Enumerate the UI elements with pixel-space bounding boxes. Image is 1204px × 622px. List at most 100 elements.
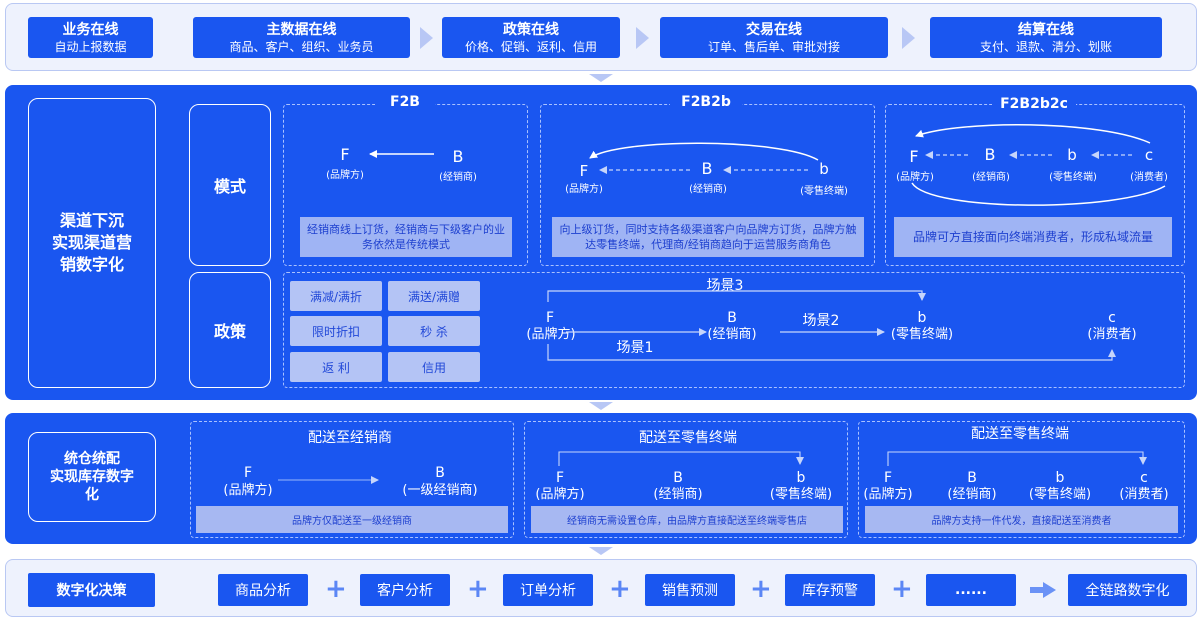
f2b2b2c-title: F2B2b2c [992,96,1076,112]
down-arrow-icon [589,547,613,555]
f2b-node-B-sub: (经销商) [439,172,477,183]
f2b2b2c-node-F-sub: (品牌方) [896,172,934,183]
scene-node-F: F [545,310,555,326]
stage-sub: 商品、客户、组织、业务员 [229,39,374,54]
f2b2b2c-node-B: B [984,145,996,164]
inventory-alert-button[interactable]: 库存预警 [785,574,875,606]
scene-1-label: 场景1 [616,340,654,356]
f2b2b2c-node-c-sub: (消费者) [1130,172,1168,183]
d3-node-F: F [883,470,893,486]
stage-sub: 自动上报数据 [54,39,127,54]
plus-icon: + [891,574,913,604]
stage-title: 结算在线 [1018,21,1074,38]
stage-trade-online[interactable]: 交易在线 订单、售后单、审批对接 [660,17,888,58]
policy-rebate[interactable]: 返 利 [290,352,382,382]
stage-sub: 订单、售后单、审批对接 [707,39,840,54]
d3-node-B-sub: (经销商) [947,487,997,502]
mode-label: 模式 [189,104,271,266]
delivery-to-dealer-title: 配送至经销商 [308,430,392,446]
f2b-title: F2B [375,94,435,110]
plus-icon: + [609,574,631,604]
d1-node-B: B [435,465,445,481]
scene-node-b: b [917,310,927,326]
customer-analysis-button[interactable]: 客户分析 [360,574,450,606]
f2b2b2c-node-b-sub: (零售终端) [1049,172,1097,183]
scene-node-F-sub: (品牌方) [526,327,576,342]
warehouse-side-title: 统仓统配 实现库存数字 化 [28,432,156,522]
delivery-to-retail-box [524,421,848,538]
policy-limited-discount[interactable]: 限时折扣 [290,316,382,346]
scene-node-c: c [1108,310,1116,326]
stage-business-online[interactable]: 业务在线 自动上报数据 [28,17,153,58]
d3-node-B: B [967,470,977,486]
policy-full-gift[interactable]: 满送/满赠 [388,281,480,311]
stage-settlement-online[interactable]: 结算在线 支付、退款、清分、划账 [930,17,1162,58]
f2b-note: 经销商线上订货，经销商与下级客户的业务依然是传统模式 [300,217,512,257]
d3-node-c-sub: (消费者) [1119,487,1169,502]
d2-node-b-sub: (零售终端) [769,487,833,502]
d1-node-B-sub: (一级经销商) [402,483,478,498]
scene-node-B: B [727,310,737,326]
stage-policy-online[interactable]: 政策在线 价格、促销、返利、信用 [442,17,620,58]
delivery-to-consumer-title: 配送至零售终端 [932,426,1108,442]
f2b2b-node-b: b [819,160,829,178]
plus-icon: + [750,574,772,604]
scene-2-label: 场景2 [802,313,840,329]
delivery-to-consumer-box [858,421,1185,538]
policy-label: 政策 [189,272,271,388]
f2b-node-F: F [340,145,350,164]
f2b-node-F-sub: (品牌方) [326,170,364,181]
sales-forecast-button[interactable]: 销售预测 [645,574,735,606]
channel-side-title: 渠道下沉 实现渠道营 销数字化 [28,98,156,388]
d2-node-B: B [673,470,683,486]
stage-title: 交易在线 [746,21,802,38]
f2b2b-node-b-sub: (零售终端) [800,186,848,197]
order-analysis-button[interactable]: 订单分析 [503,574,593,606]
f2b-node-B: B [452,147,464,166]
scene-node-c-sub: (消费者) [1087,327,1137,342]
policy-box [283,272,1185,388]
more-button[interactable]: ...... [926,574,1016,606]
f2b2b-note: 向上级订货，同时支持各级渠道客户向品牌方订货，品牌方触达零售终端，代理商/经销商… [552,217,864,257]
plus-icon: + [467,574,489,604]
product-analysis-button[interactable]: 商品分析 [218,574,308,606]
delivery-to-dealer-box [190,421,514,538]
policy-credit[interactable]: 信用 [388,352,480,382]
full-chain-digital: 全链路数字化 [1068,574,1187,606]
f2b2b-node-F: F [579,162,589,180]
d3-node-F-sub: (品牌方) [863,487,913,502]
f2b2b-node-B-sub: (经销商) [689,184,727,195]
f2b2b2c-node-B-sub: (经销商) [972,172,1010,183]
d3-node-b: b [1055,470,1065,486]
delivery-to-dealer-note: 品牌方仅配送至一级经销商 [196,506,508,533]
stage-title: 政策在线 [503,21,559,38]
arrow-right-icon [1030,582,1056,598]
plus-icon: + [325,574,347,604]
bottom-panel [5,559,1197,617]
d2-node-B-sub: (经销商) [653,487,703,502]
chevron-right-icon [420,27,433,49]
delivery-to-consumer-note: 品牌方支持一件代发，直接配送至消费者 [865,506,1178,533]
down-arrow-icon [589,74,613,82]
stage-title: 业务在线 [62,21,119,38]
f2b2b2c-node-F: F [909,147,919,166]
chevron-right-icon [636,27,649,49]
decision-title: 数字化决策 [28,573,155,607]
delivery-to-retail-note: 经销商无需设置仓库，由品牌方直接配送至终端零售店 [531,506,843,533]
chevron-right-icon [902,27,915,49]
f2b2b-node-B: B [701,159,713,178]
policy-flash-sale[interactable]: 秒 杀 [388,316,480,346]
policy-full-reduction[interactable]: 满减/满折 [290,281,382,311]
stage-title: 主数据在线 [266,21,337,38]
d3-node-c: c [1140,470,1148,486]
stage-masterdata-online[interactable]: 主数据在线 商品、客户、组织、业务员 [193,17,410,58]
d3-node-b-sub: (零售终端) [1028,487,1092,502]
d2-node-b: b [796,470,806,486]
down-arrow-icon [589,402,613,410]
f2b2b2c-node-b: b [1067,146,1077,164]
d2-node-F: F [555,470,565,486]
d2-node-F-sub: (品牌方) [535,487,585,502]
f2b2b2c-note: 品牌可方直接面向终端消费者，形成私域流量 [894,217,1172,257]
f2b2b2c-node-c: c [1144,146,1154,164]
stage-sub: 价格、促销、返利、信用 [464,39,597,54]
